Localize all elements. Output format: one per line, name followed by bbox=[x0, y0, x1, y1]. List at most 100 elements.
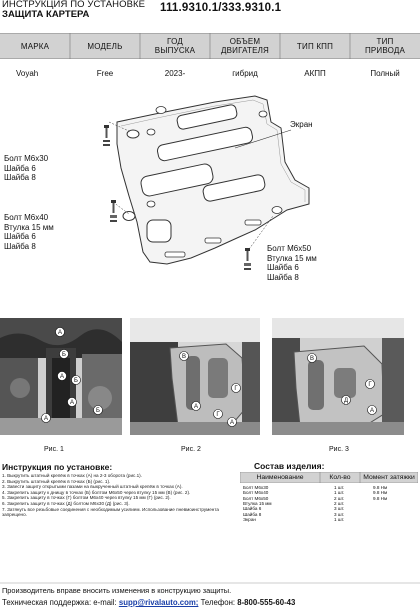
item-qty: 3 шт. bbox=[334, 511, 345, 517]
column-year-text-2: ВЫПУСКА bbox=[154, 46, 196, 55]
fastener-text: Болт М6х50 bbox=[267, 244, 312, 253]
marker: В bbox=[179, 351, 189, 361]
footer-disclaimer: Производитель вправе вносить изменения в… bbox=[2, 586, 232, 595]
marker: А bbox=[67, 397, 77, 407]
instruction-step: 3. Завести защиту открытыми пазами на вы… bbox=[2, 484, 183, 490]
bolt-icon bbox=[103, 125, 110, 146]
composition-header-torque: Момент затяжки bbox=[363, 474, 415, 481]
table-row: Экран 1 шт. bbox=[240, 517, 418, 522]
item-qty: 2 шт. bbox=[334, 500, 345, 506]
marker: А bbox=[191, 401, 201, 411]
fastener-text: Болт М6х30 bbox=[4, 154, 49, 163]
item-torque: 9.8 Нм bbox=[373, 490, 388, 496]
fastener-text: Втулка 15 мм bbox=[4, 222, 54, 232]
item-torque: 9.8 Нм bbox=[373, 495, 388, 501]
photo-2 bbox=[130, 318, 260, 435]
support-label: Техническая поддержка: e-mail: bbox=[2, 598, 117, 607]
item-name: Болт М6х30 bbox=[243, 485, 269, 490]
instruction-step: 4. Закрепить защиту к днищу в точках (Б)… bbox=[2, 489, 191, 495]
fastener-text: Шайба 8 bbox=[4, 173, 36, 183]
item-name: Шайба 8 bbox=[243, 511, 262, 517]
photo-caption-1: Рис. 1 bbox=[44, 446, 64, 453]
svg-text:А: А bbox=[44, 416, 48, 422]
phone-label: Телефон: bbox=[200, 598, 236, 607]
cell-engine: гибрид bbox=[232, 68, 258, 78]
item-qty: 1 шт. bbox=[334, 516, 345, 522]
marker: А bbox=[57, 371, 67, 381]
item-qty: 1 шт. bbox=[334, 485, 345, 490]
item-name: Втулка 15 мм bbox=[243, 500, 272, 506]
bolt-icon bbox=[244, 248, 251, 270]
svg-text:А: А bbox=[60, 374, 64, 380]
fastener-group-3: Болт М6х50 Втулка 15 мм Шайба 6 Шайба 8 bbox=[267, 244, 317, 282]
marker: А bbox=[41, 413, 51, 423]
item-qty: 2 шт. bbox=[334, 495, 345, 501]
instruction-step: 7. Затянуть все резьбовые соединения с н… bbox=[2, 506, 219, 512]
table-row: Болт М6х40 1 шт. 9.8 Нм bbox=[240, 490, 418, 495]
svg-text:А: А bbox=[70, 400, 74, 406]
cell-year: 2023- bbox=[164, 68, 186, 78]
bolt-icon bbox=[110, 200, 117, 222]
plate-slot bbox=[140, 163, 214, 197]
column-engine-text-1: ОБЪЕМ bbox=[229, 37, 261, 46]
support-email-link[interactable]: supp@rivalauto.com; bbox=[118, 598, 199, 607]
table-row: Болт М6х30 1 шт. 9.8 Нм bbox=[240, 485, 418, 490]
svg-text:Г: Г bbox=[234, 386, 238, 392]
plate-slot bbox=[202, 174, 266, 202]
column-drive-text-2: ПРИВОДА bbox=[364, 46, 406, 55]
support-phone: 8-800-555-60-43 bbox=[237, 598, 296, 607]
instruction-step: 5. Закрепить защиту в точках (Г) болтом … bbox=[2, 495, 171, 501]
plate-slot bbox=[176, 104, 238, 130]
instruction-step: 2. Выкрутить штатный крепёж в точках (Б)… bbox=[2, 478, 111, 484]
svg-text:Г: Г bbox=[216, 412, 220, 418]
column-gearbox-text: ТИП КПП bbox=[296, 41, 334, 51]
item-qty: 3 шт. bbox=[334, 506, 345, 512]
svg-text:А: А bbox=[58, 330, 62, 336]
column-model: МОДЕЛЬ bbox=[70, 33, 140, 59]
marker: Б bbox=[71, 375, 81, 385]
column-engine: ОБЪЕМ ДВИГАТЕЛЯ bbox=[210, 33, 280, 59]
marker: А bbox=[227, 417, 237, 427]
marker: Д bbox=[341, 395, 351, 405]
svg-text:Д: Д bbox=[344, 398, 348, 404]
column-brand: МАРКА bbox=[0, 33, 70, 59]
svg-text:Б: Б bbox=[62, 352, 66, 358]
cell-drive: Полный bbox=[370, 68, 400, 78]
label-screen: Экран bbox=[290, 120, 313, 129]
fastener-text: Болт М6х40 bbox=[4, 213, 49, 222]
column-brand-text: МАРКА bbox=[20, 41, 50, 51]
fastener-text: Шайба 8 bbox=[4, 241, 36, 251]
photo-caption-2: Рис. 2 bbox=[181, 446, 201, 453]
instruction-step: 1. Выкрутить штатный крепёж в точках (А)… bbox=[2, 473, 142, 478]
composition-header-name: Наименование bbox=[256, 474, 304, 481]
svg-text:В: В bbox=[182, 354, 186, 360]
photo-3 bbox=[272, 318, 404, 435]
column-model-text: МОДЕЛЬ bbox=[87, 41, 123, 51]
column-year-text-1: ГОД bbox=[167, 37, 183, 46]
table-row: Шайба 8 3 шт. bbox=[240, 512, 418, 517]
column-year: ГОД ВЫПУСКА bbox=[140, 33, 210, 59]
marker: Г bbox=[213, 409, 223, 419]
svg-text:А: А bbox=[194, 404, 198, 410]
instruction-step: запрещено. bbox=[2, 512, 27, 518]
marker: В bbox=[307, 353, 317, 363]
svg-text:В: В bbox=[310, 356, 314, 362]
marker: Б bbox=[93, 405, 103, 415]
footer-support: Техническая поддержка: e-mail: supp@riva… bbox=[2, 598, 295, 607]
cell-model: Free bbox=[96, 68, 114, 78]
table-header: МАРКА МОДЕЛЬ ГОД ВЫПУСКА ОБЪЕМ ДВИГАТЕЛЯ… bbox=[0, 33, 420, 59]
instruction-title: ИНСТРУКЦИЯ ПО УСТАНОВКЕ bbox=[2, 0, 146, 10]
marker: А bbox=[367, 405, 377, 415]
fastener-text: Шайба 6 bbox=[4, 163, 36, 173]
item-name: Болт М6х40 bbox=[243, 490, 269, 496]
plate-slot bbox=[146, 219, 172, 243]
fastener-text: Шайба 6 bbox=[267, 263, 299, 273]
svg-text:А: А bbox=[370, 408, 374, 414]
fastener-text: Шайба 8 bbox=[267, 272, 299, 282]
cell-gearbox: АКПП bbox=[304, 68, 326, 78]
marker: А bbox=[55, 327, 65, 337]
composition-title: Состав изделия: bbox=[254, 461, 325, 471]
table-row: Болт М6х50 2 шт. 9.8 Нм bbox=[240, 496, 418, 501]
item-torque: 9.8 Нм bbox=[373, 485, 388, 490]
part-number: 111.9310.1/333.9310.1 bbox=[160, 2, 282, 14]
